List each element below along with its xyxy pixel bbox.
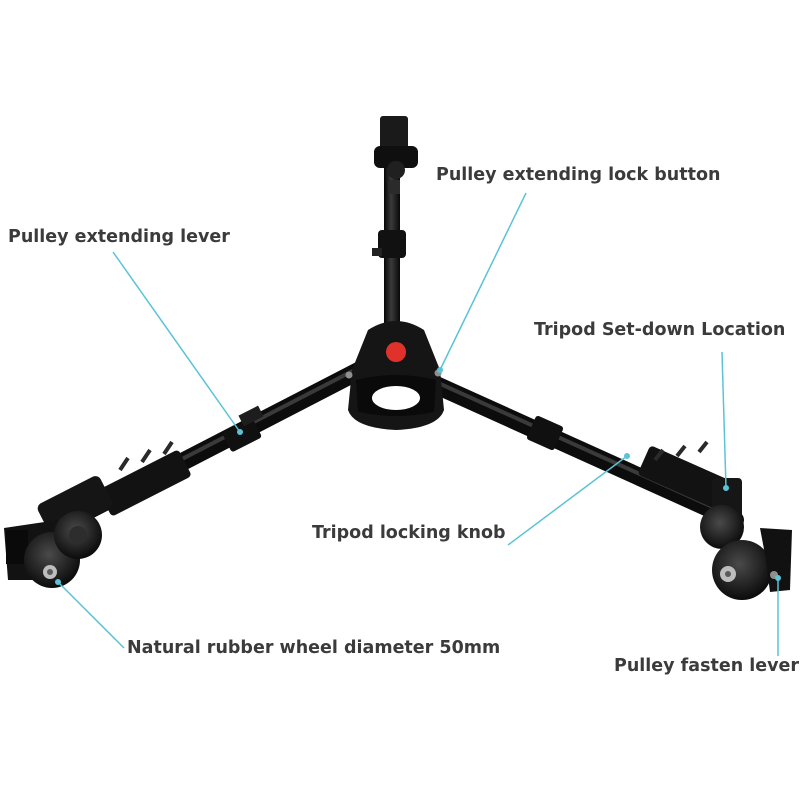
leader-lines [55,192,781,656]
callout-lock-button: Pulley extending lock button [436,165,721,185]
hub-logo-badge [386,342,406,362]
center-hub [345,321,444,430]
callout-wheel: Natural rubber wheel diameter 50mm [127,638,501,658]
callout-extending-lever: Pulley extending lever [8,227,230,247]
callout-locking-knob: Tripod locking knob [312,523,506,543]
left-arm [37,356,379,536]
callout-fasten-lever: Pulley fasten lever [614,656,800,676]
top-arm [372,116,418,340]
right-arm [416,371,744,529]
right-wheel [700,505,792,600]
callout-setdown-location: Tripod Set-down Location [534,320,786,340]
left-wheel [4,511,102,588]
